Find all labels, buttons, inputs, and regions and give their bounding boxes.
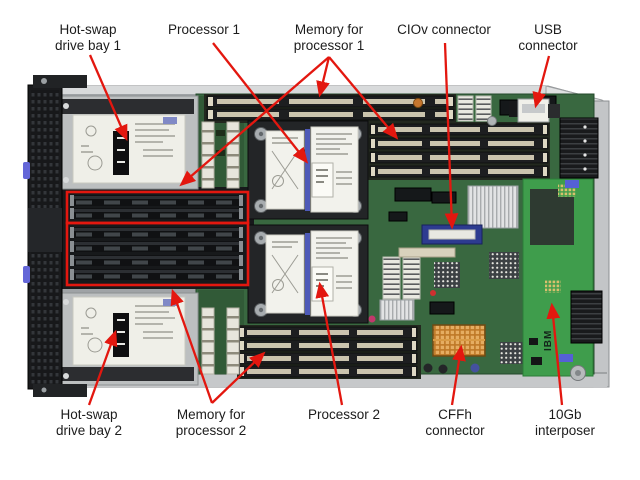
- interposer-brand-text: IBM: [543, 330, 554, 351]
- callout-label-cffh-connector: CFFh connector: [425, 407, 485, 438]
- arrow-ciov: [443, 42, 459, 230]
- interposer-io-connector: [570, 290, 603, 344]
- annotation-highlight-boxes: [65, 190, 250, 287]
- dimm-bank-populated: [62, 187, 254, 289]
- arrow-usb: [532, 55, 551, 109]
- arrow-drive-bay-1: [88, 54, 128, 142]
- cffh-connector: [432, 324, 486, 357]
- callout-label-processor-2: Processor 2: [307, 407, 381, 422]
- interposer-board: IBM: [522, 178, 603, 381]
- arrow-memory-1-a: [179, 56, 330, 187]
- callout-arrows: [87, 42, 564, 406]
- arrow-memory-1-b: [316, 56, 331, 98]
- dimm-bank-top: [204, 94, 456, 123]
- callout-label-hot-swap-drive-bay-1: Hot-swap drive bay 1: [54, 22, 122, 53]
- callout-label-processor-1: Processor 1: [167, 22, 241, 37]
- drive-bay-1: [57, 95, 199, 190]
- callout-label-hot-swap-drive-bay-2: Hot-swap drive bay 2: [55, 407, 123, 438]
- callout-label-usb-connector: USB connector: [518, 22, 578, 53]
- callout-label-ciov-connector: CIOv connector: [397, 22, 491, 37]
- arrow-cffh: [450, 344, 466, 406]
- highlight-box-bottom: [65, 221, 250, 287]
- arrow-memory-2-b: [211, 351, 266, 404]
- dimm-bank-right: [368, 122, 550, 180]
- processor-1-heatsink: [247, 120, 369, 220]
- arrow-interposer: [546, 302, 564, 406]
- media-tray-connector: [548, 104, 599, 179]
- arrow-processor-2: [315, 281, 344, 406]
- release-lever-top: [23, 162, 30, 179]
- callout-label-10gb-interposer: 10Gb interposer: [534, 407, 596, 438]
- arrow-memory-2-a: [170, 288, 214, 404]
- front-bezel: [23, 75, 87, 397]
- drive-backplane-connectors: [201, 121, 240, 375]
- arrow-processor-1: [212, 42, 309, 164]
- callout-label-memory-processor-2: Memory for processor 2: [175, 407, 247, 438]
- arrow-drive-bay-2: [87, 329, 118, 406]
- drive-bay-2: [57, 292, 199, 386]
- chipset-heatsink: [467, 185, 519, 229]
- arrow-memory-1-c: [328, 56, 399, 140]
- processor-2-heatsink: [247, 224, 369, 324]
- callout-label-memory-processor-1: Memory for processor 1: [293, 22, 365, 53]
- release-lever-bottom: [23, 266, 30, 283]
